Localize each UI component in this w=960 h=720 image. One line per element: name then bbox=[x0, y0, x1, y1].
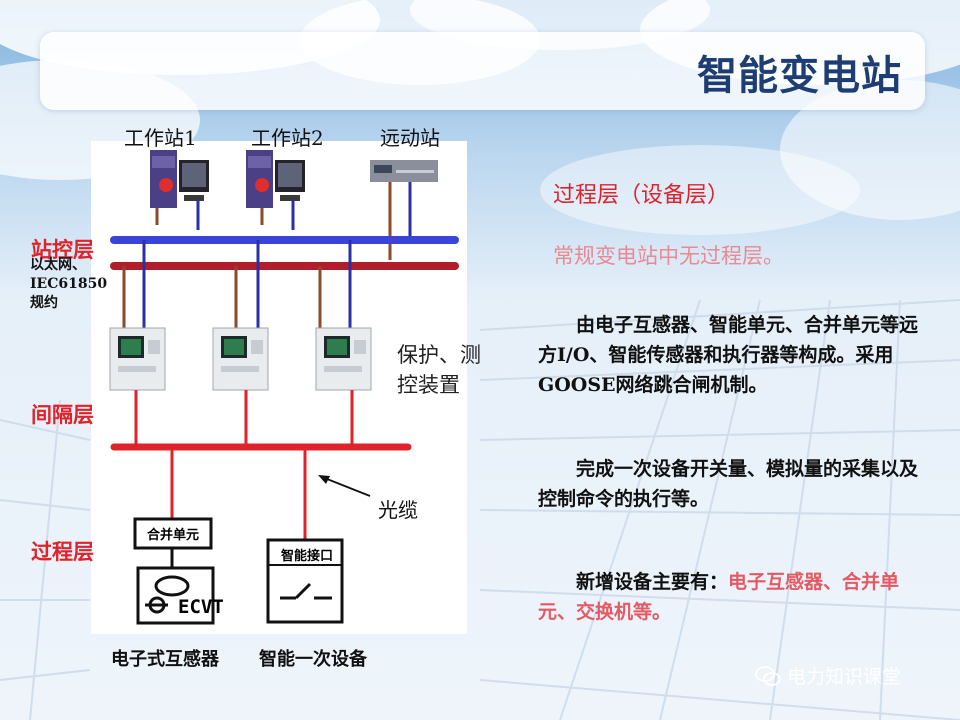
watermark-text: 电力知识课堂 bbox=[787, 666, 902, 688]
merging-unit-text: 合并单元 bbox=[147, 528, 200, 543]
protection-device-label: 保护、测 控装置 bbox=[397, 340, 481, 400]
process-layer-heading: 过程层（设备层） bbox=[553, 183, 730, 208]
ecvt-icon bbox=[136, 566, 215, 625]
ethernet-note-line-3: 规约 bbox=[30, 295, 58, 311]
wechat-icon bbox=[755, 665, 781, 686]
fiber-label: 光缆 bbox=[378, 498, 418, 522]
conventional-note: 常规变电站中无过程层。 bbox=[553, 244, 784, 268]
description-paragraph-3: 新增设备主要有：电子互感器、合并单元、交换机等。 bbox=[538, 567, 920, 627]
protection-label-line-1: 保护、测 bbox=[397, 343, 481, 367]
process-layer-label: 过程层 bbox=[31, 539, 94, 564]
fiber-arrow-icon bbox=[318, 475, 371, 497]
title-banner bbox=[40, 32, 925, 110]
description-paragraph-2: 完成一次设备开关量、模拟量的采集以及控制命令的执行等。 bbox=[538, 458, 919, 510]
electronic-transformer-label: 电子式互感器 bbox=[111, 649, 219, 670]
protection-device-2-icon bbox=[212, 327, 269, 391]
protection-device-1-icon bbox=[109, 327, 166, 391]
remote-station-label: 远动站 bbox=[380, 126, 440, 150]
new-equipment-highlight: 电子互感器、合并单元、交换机等。 bbox=[538, 571, 900, 623]
workstation-2-icon bbox=[246, 150, 305, 230]
workstation-2-label: 工作站2 bbox=[251, 126, 324, 150]
ethernet-note-line-1: 以太网、 bbox=[30, 257, 86, 273]
bay-layer-label: 间隔层 bbox=[31, 402, 94, 427]
station-control-layer-label: 站控层 bbox=[31, 237, 94, 262]
smart-interface-text: 智能接口 bbox=[281, 549, 334, 564]
ethernet-note-line-2: IEC61850 bbox=[30, 276, 108, 292]
watermark: 电力知识课堂 bbox=[755, 662, 901, 689]
workstation-1-icon bbox=[150, 150, 209, 230]
smart-primary-equipment-label: 智能一次设备 bbox=[259, 649, 367, 670]
protection-label-line-2: 控装置 bbox=[397, 373, 460, 397]
workstation-1-label: 工作站1 bbox=[124, 126, 197, 150]
description-paragraph-1: 由电子互感器、智能单元、合并单元等远方I/O、智能传感器和执行器等构成。采用GO… bbox=[538, 314, 919, 396]
remote-station-icon bbox=[370, 160, 438, 260]
ethernet-note: 以太网、 IEC61850 规约 bbox=[30, 256, 107, 313]
page-title: 智能变电站 bbox=[697, 53, 902, 99]
ecvt-text: ECVT bbox=[178, 596, 224, 618]
smart-interface-box bbox=[266, 538, 344, 624]
protection-device-3-icon bbox=[315, 327, 372, 391]
new-equipment-prefix: 新增设备主要有： bbox=[576, 571, 729, 593]
